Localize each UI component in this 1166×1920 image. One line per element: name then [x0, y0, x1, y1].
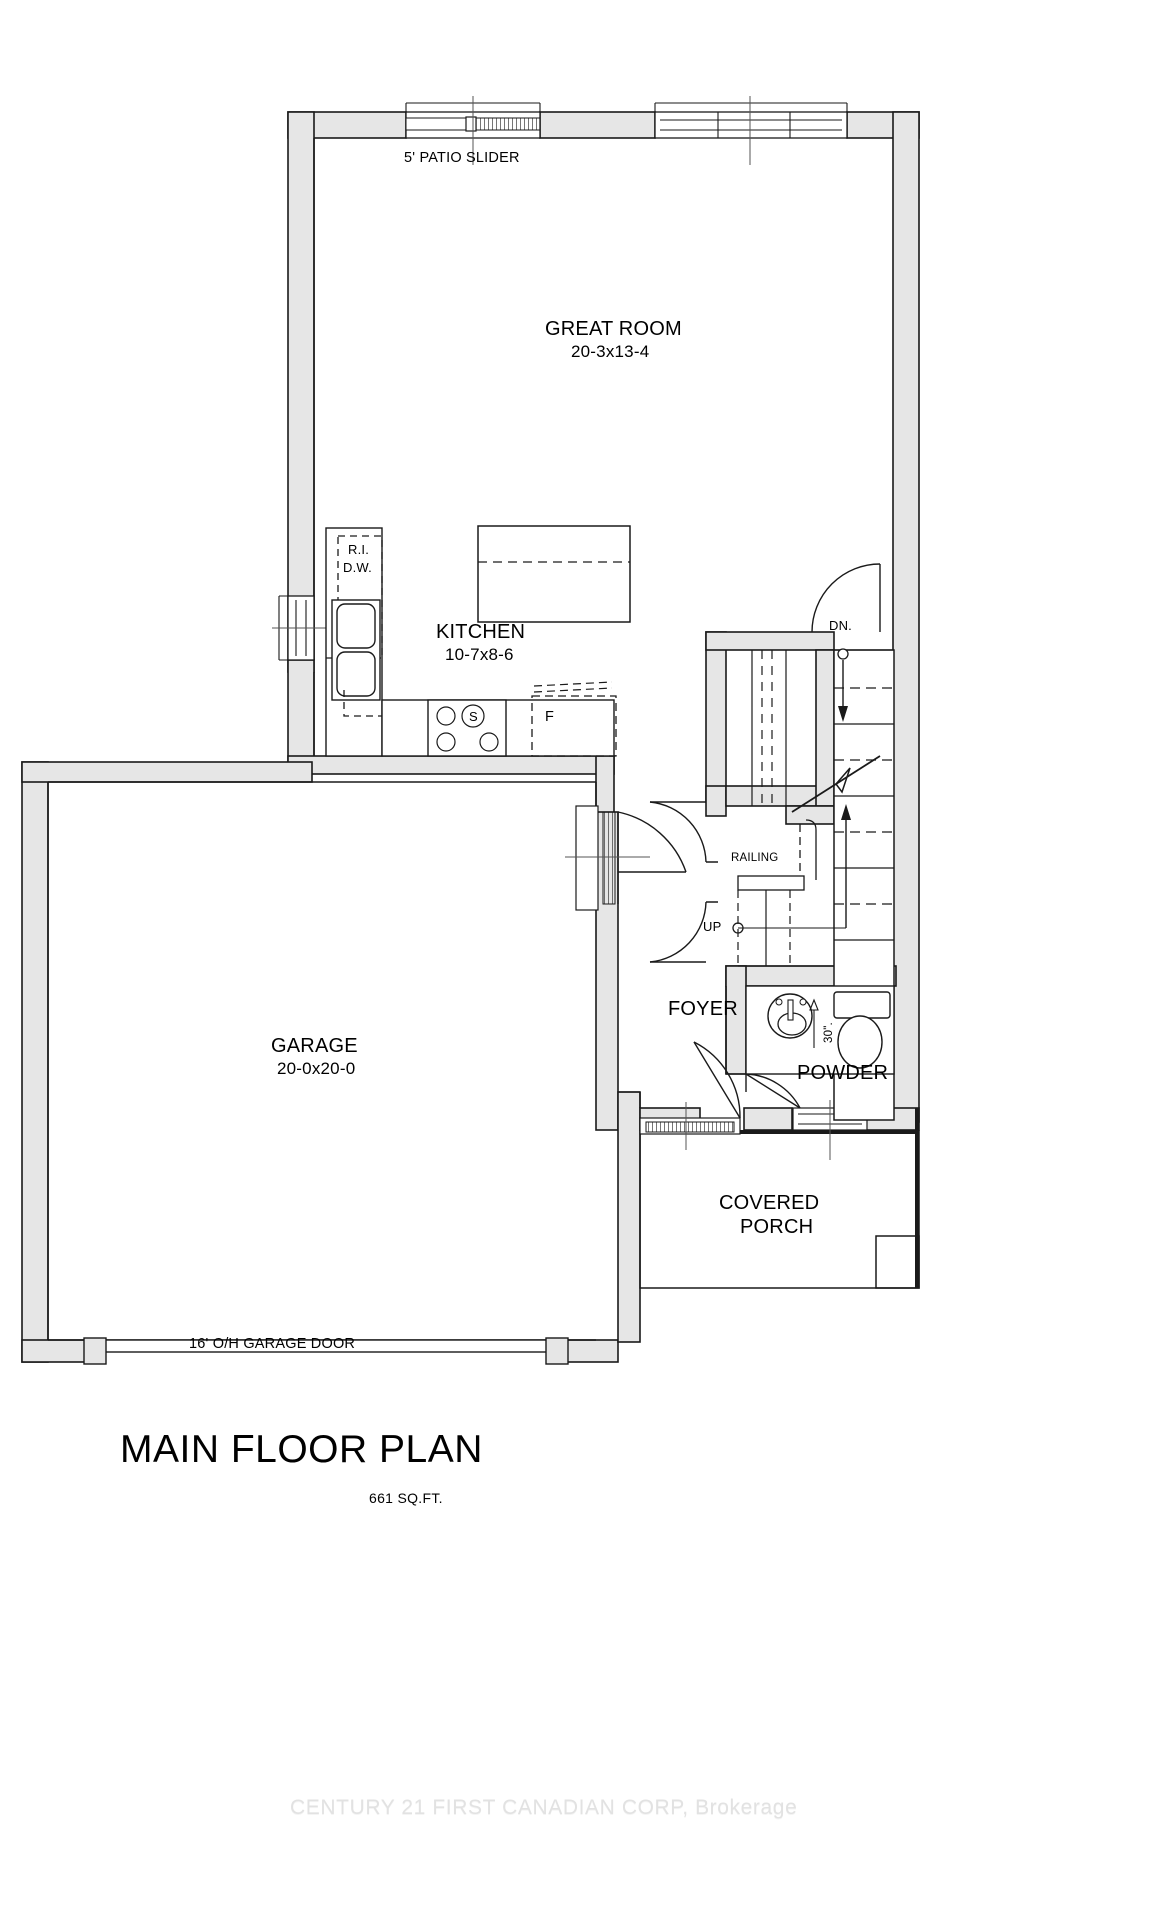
- great-room-dimensions: 20-3x13-4: [571, 342, 650, 361]
- garage-label: GARAGE: [271, 1035, 358, 1057]
- front-entry-door: [639, 1041, 741, 1150]
- kitchen-dimensions: 10-7x8-6: [445, 645, 514, 664]
- double-doors: [649, 801, 718, 963]
- refrigerator: [531, 681, 617, 757]
- railing-label: RAILING: [731, 852, 779, 864]
- garage-entry-door: [565, 805, 687, 911]
- powder-room-fixtures: [745, 985, 895, 1075]
- stair-door: [811, 563, 881, 633]
- fridge-label: F: [545, 709, 555, 725]
- floor-area: 661 SQ.FT.: [369, 1490, 443, 1506]
- covered-porch-label-line2: PORCH: [740, 1216, 814, 1238]
- dishwasher-label-line1: R.I.: [348, 542, 370, 557]
- toilet: [833, 991, 891, 1069]
- range-cooktop: [427, 699, 507, 757]
- openings-group: [83, 96, 881, 1365]
- covered-porch-label-line1: COVERED: [719, 1192, 820, 1214]
- dishwasher-label-line2: D.W.: [343, 560, 372, 575]
- foyer-label: FOYER: [668, 998, 738, 1020]
- powder-label: POWDER: [797, 1062, 889, 1084]
- sink-label: S: [469, 709, 478, 724]
- vanity-clearance-label: 30".: [823, 1022, 835, 1043]
- patio-slider-label: 5' PATIO SLIDER: [404, 150, 520, 166]
- stairs-up-label: UP: [703, 919, 722, 934]
- rear-window: [654, 96, 848, 165]
- stairs-down-label: DN.: [829, 618, 852, 633]
- kitchen-sink-basin: [331, 599, 381, 701]
- kitchen-fixtures: [325, 525, 631, 757]
- garage-door-label: 16' O/H GARAGE DOOR: [189, 1336, 356, 1352]
- patio-slider-window: [405, 96, 541, 165]
- page-title: MAIN FLOOR PLAN: [120, 1428, 483, 1471]
- kitchen-label: KITCHEN: [436, 621, 526, 643]
- garage-dimensions: 20-0x20-0: [277, 1059, 356, 1078]
- great-room-label: GREAT ROOM: [545, 318, 682, 340]
- overhead-garage-door: [83, 1337, 569, 1365]
- vanity-sink: [767, 993, 813, 1039]
- brokerage-watermark: CENTURY 21 FIRST CANADIAN CORP, Brokerag…: [290, 1796, 798, 1819]
- kitchen-island: [477, 525, 631, 623]
- powder-room-door: [745, 1073, 801, 1109]
- misc-details: [618, 1073, 746, 1093]
